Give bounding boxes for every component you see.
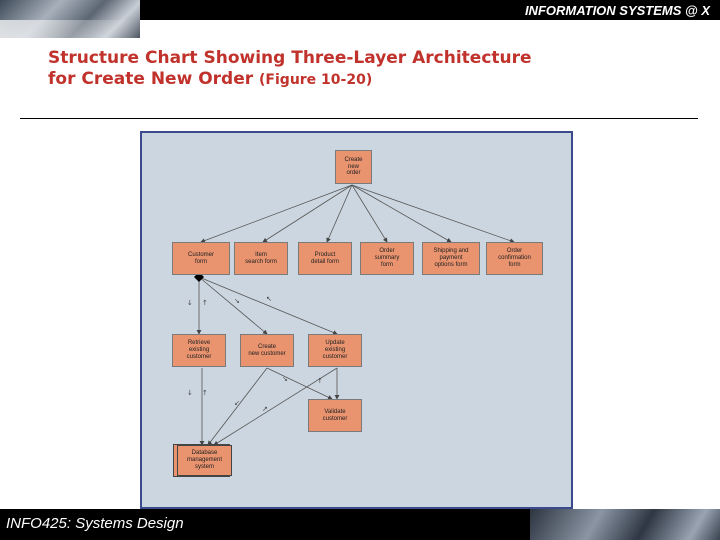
node-validate-customer: Validate customer <box>308 399 362 432</box>
node-customer-form: Customer form <box>172 242 230 275</box>
node-retrieve-existing-customer: Retrieve existing customer <box>172 334 226 367</box>
slide-title: Structure Chart Showing Three-Layer Arch… <box>48 48 688 91</box>
svg-text:↓: ↓ <box>187 389 193 397</box>
node-create-new-order: Create new order <box>335 150 372 184</box>
node-create-new-customer: Create new customer <box>240 334 294 367</box>
svg-text:↗: ↗ <box>262 405 268 413</box>
node-database-management-system: Database management system <box>177 445 232 476</box>
svg-text:↘: ↘ <box>282 375 288 383</box>
header-photo <box>0 0 140 38</box>
svg-text:↘: ↘ <box>234 297 240 305</box>
svg-text:↖: ↖ <box>266 295 272 303</box>
structure-chart-figure: ↓ ↑ ↘ ↖ ↓ ↑ ↙ ↗ ↘ ↑ Create new order Customer… <box>140 131 573 509</box>
node-shipping-payment-form: Shipping and payment options form <box>422 242 480 275</box>
node-order-summary-form: Order summary form <box>360 242 414 275</box>
node-item-search-form: Item search form <box>234 242 288 275</box>
slide-title-figure-ref: (Figure 10-20) <box>259 72 372 88</box>
title-divider <box>20 118 698 119</box>
footer-photo <box>530 509 720 540</box>
node-order-confirmation-form: Order confirmation form <box>486 242 543 275</box>
node-product-detail-form: Product detail form <box>298 242 352 275</box>
footer-course-name: INFO425: Systems Design <box>6 515 184 532</box>
node-update-existing-customer: Update existing customer <box>308 334 362 367</box>
svg-text:↑: ↑ <box>202 389 208 397</box>
header-course-label: INFORMATION SYSTEMS @ X <box>525 3 710 18</box>
svg-text:↑: ↑ <box>317 377 323 385</box>
svg-text:↓: ↓ <box>187 299 193 307</box>
svg-text:↙: ↙ <box>234 399 240 407</box>
svg-text:↑: ↑ <box>202 299 208 307</box>
slide-title-line1: Structure Chart Showing Three-Layer Arch… <box>48 48 532 68</box>
slide-title-line2: for Create New Order <box>48 69 259 89</box>
